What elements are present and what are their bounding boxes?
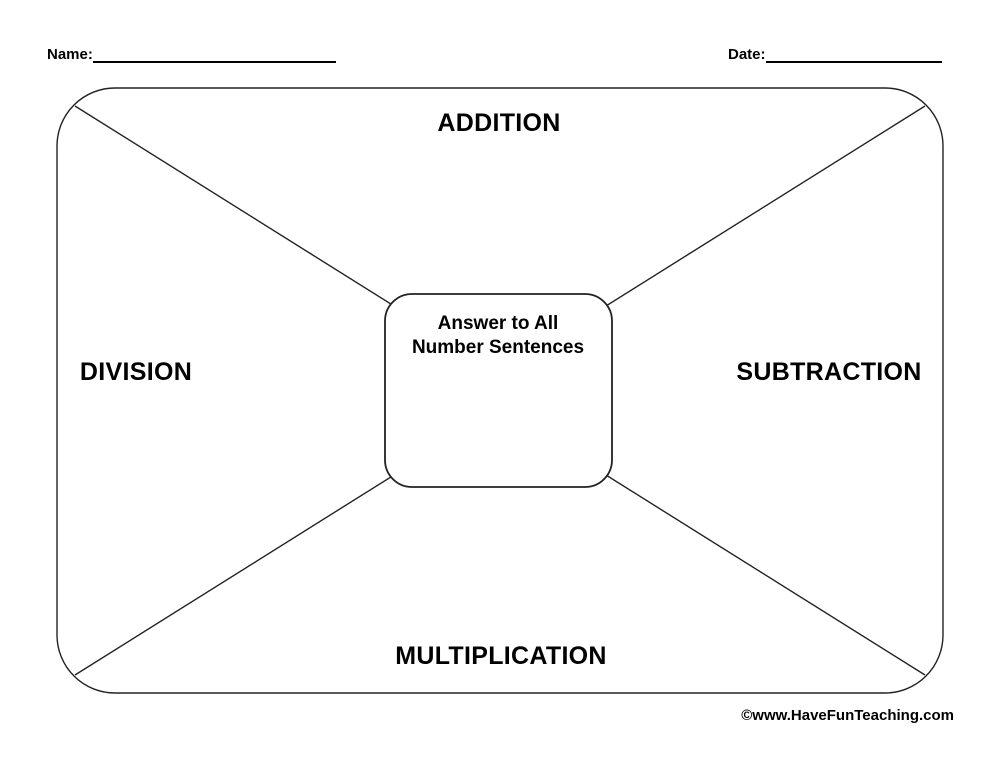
date-field: Date: (728, 45, 942, 63)
center-box-title-line2: Number Sentences (411, 337, 585, 358)
name-blank-line (92, 45, 336, 63)
section-label-division: DIVISION (79, 358, 193, 386)
diagonal-bottom-left (74, 464, 411, 676)
center-answer-box (384, 293, 613, 488)
center-box-title: Answer to All Number Sentences (412, 312, 584, 360)
diagonal-bottom-right (589, 464, 926, 676)
diagonal-top-left (74, 105, 411, 317)
name-label: Name: (47, 46, 93, 63)
section-label-multiplication: MULTIPLICATION (395, 642, 607, 670)
section-label-addition: ADDITION (437, 109, 561, 137)
center-box-title-line1: Answer to All (437, 313, 559, 334)
outer-border (56, 87, 944, 694)
name-field: Name: (47, 45, 336, 63)
date-blank-line (765, 45, 942, 63)
date-label: Date: (728, 46, 766, 63)
diagonal-top-right (589, 105, 926, 317)
credit-text: ©www.HaveFunTeaching.com (741, 707, 954, 724)
section-label-subtraction: SUBTRACTION (736, 358, 922, 386)
